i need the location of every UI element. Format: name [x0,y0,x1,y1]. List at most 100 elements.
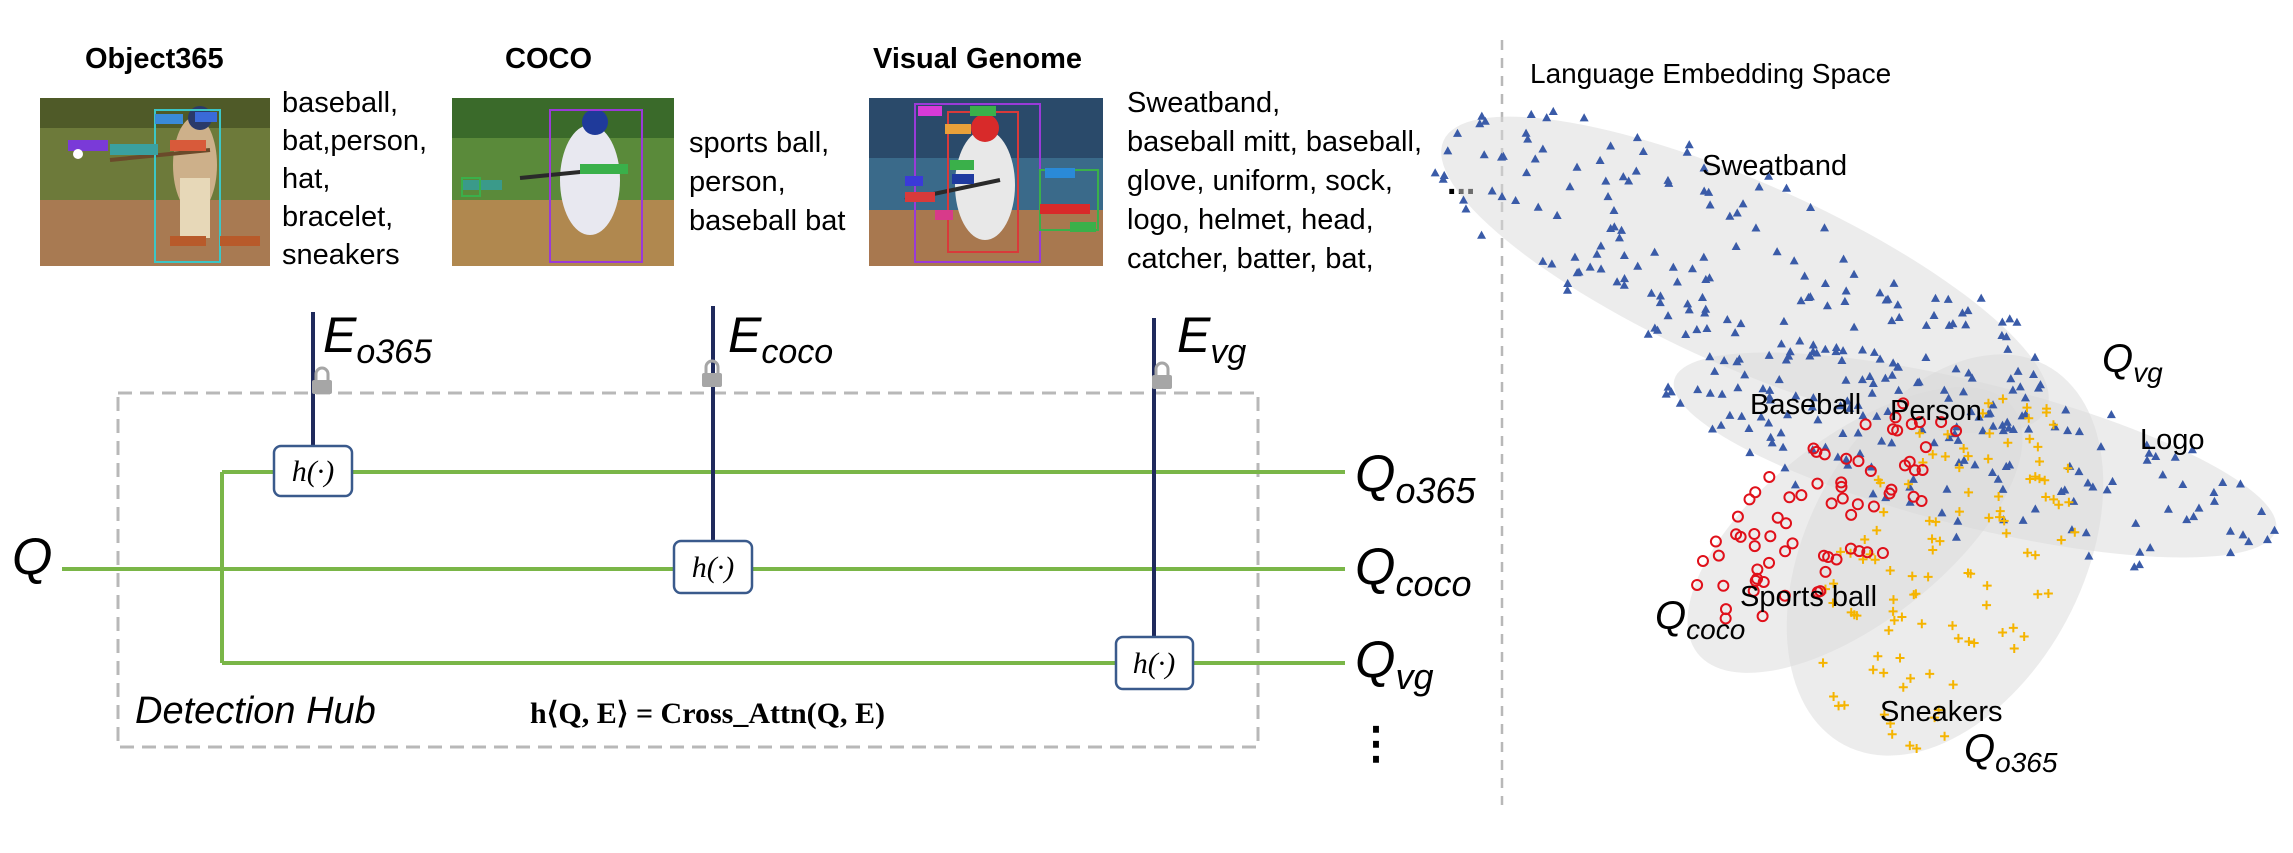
vg-embedding-marker [1479,150,1489,159]
vg-embedding-marker [1521,128,1531,137]
vg-embedding-marker [1585,262,1595,271]
vg-embedding-marker [1868,378,1878,388]
vg-embedding-marker [1459,195,1469,204]
vg-embedding-marker [1453,128,1462,137]
point-label-sports-ball: Sports ball [1740,581,1877,613]
vg-embedding-marker [2096,442,2106,451]
vg-embedding-marker [1533,202,1543,211]
vg-embedding-marker [1579,113,1589,122]
vg-embedding-marker [1766,432,1776,441]
vg-embedding-marker [1779,316,1789,325]
vg-embedding-marker [1883,294,1893,303]
photo-object365 [40,98,270,266]
vg-embedding-marker [2209,496,2219,505]
vg-embedding-marker [1487,186,1497,195]
o365-embedding-marker [1870,555,1880,565]
vg-embedding-marker [1461,204,1471,213]
vg-embedding-marker [1944,393,1954,402]
coco-embedding-marker [1807,442,1820,455]
svg-text:h(·): h(·) [692,551,734,584]
vg-embedding-marker [1800,271,1810,280]
o365-embedding-marker [1879,507,1889,517]
o365-embedding-marker [2040,475,2050,485]
coco-embedding-marker [1876,547,1889,560]
vg-embedding-marker [1603,192,1613,201]
vg-embedding-marker [1948,319,1958,328]
vg-embedding-marker [1820,278,1830,288]
vg-embedding-marker [1808,340,1818,349]
vg-embedding-marker [1849,269,1859,278]
vg-embedding-marker [1705,200,1715,209]
coco-embedding-marker [1950,424,1963,437]
vg-embedding-marker [1699,163,1709,172]
vg-embedding-marker [2024,424,2034,433]
o365-embedding-marker [2008,623,2018,633]
vg-embedding-marker [2145,543,2155,552]
o365-embedding-marker [1915,428,1925,438]
vg-embedding-marker [1774,374,1784,384]
vg-embedding-marker [2061,405,2071,414]
o365-embedding-marker [1928,449,1938,459]
o365-embedding-marker [1903,479,1913,489]
embedding-label-o365: Eo365 [323,307,432,371]
vg-embedding-marker [1740,370,1750,379]
coco-embedding-marker [1743,493,1756,506]
o365-embedding-marker [2042,404,2052,414]
o365-embedding-marker [2009,644,2019,654]
o365-embedding-marker [1872,525,1882,535]
vg-embedding-marker [1563,278,1573,288]
output-query-o365: Qo365 [1355,445,1477,511]
coco-embedding-marker [1844,542,1857,555]
vg-embedding-marker [1813,415,1823,424]
o365-embedding-marker [2003,438,2013,448]
vg-embedding-marker [1893,362,1903,371]
coco-embedding-marker [1859,418,1872,431]
coco-embedding-marker [1811,586,1824,599]
vg-embedding-marker [1929,438,1939,447]
vg-embedding-marker [1699,252,1709,261]
coco-embedding-marker [1819,565,1832,578]
o365-embedding-marker [1835,547,1845,557]
vg-embedding-marker [2238,530,2248,539]
coco-embedding-marker [1919,441,1932,454]
vg-embedding-marker [1684,305,1694,314]
cross-attn-block-coco: h(·) [672,539,754,595]
vg-embedding-marker [1731,241,1741,250]
vg-embedding-marker [1719,356,1729,365]
o365-embedding-marker [1873,651,1883,661]
vg-embedding-marker [1993,474,2003,483]
vg-embedding-marker [1664,178,1674,187]
o365-embedding-marker [2001,528,2011,538]
o365-embedding-marker [1860,534,1870,544]
vg-embedding-marker [2088,482,2098,491]
o365-embedding-marker [1875,478,1885,488]
o365-embedding-marker [1940,451,1950,461]
vg-embedding-marker [2142,455,2152,464]
coco-embedding-marker [1913,416,1926,429]
vg-embedding-marker [2018,515,2028,524]
coco-embedding-marker [1691,578,1704,591]
coco-embedding-marker [1779,545,1792,558]
vg-embedding-marker [1964,368,1974,377]
coco-embedding-marker [1771,511,1784,524]
vg-embedding-marker [1953,516,1963,525]
vg-embedding-marker [2063,426,2073,435]
vg-embedding-marker [1606,141,1616,150]
o365-embedding-marker [1868,665,1878,675]
o365-embedding-marker [1889,615,1899,625]
vg-embedding-marker [1650,247,1660,256]
vg-embedding-marker [2262,534,2272,544]
vg-embedding-marker [1736,319,1746,328]
output-query-vg: Qvg [1355,631,1433,697]
cluster-label-vg: Qvg [2102,337,2163,388]
vg-embedding-marker [1663,311,1673,320]
vg-embedding-marker [2142,440,2152,449]
vg-embedding-marker [1908,474,1918,483]
o365-embedding-marker [1953,633,1963,643]
o365-embedding-marker [1999,516,2009,526]
coco-embedding-marker [1763,470,1776,483]
vg-embedding-marker [1905,497,1915,506]
vg-embedding-marker [1836,401,1846,410]
coco-embedding-marker [1810,445,1823,458]
o365-embedding-marker [1954,507,1964,517]
